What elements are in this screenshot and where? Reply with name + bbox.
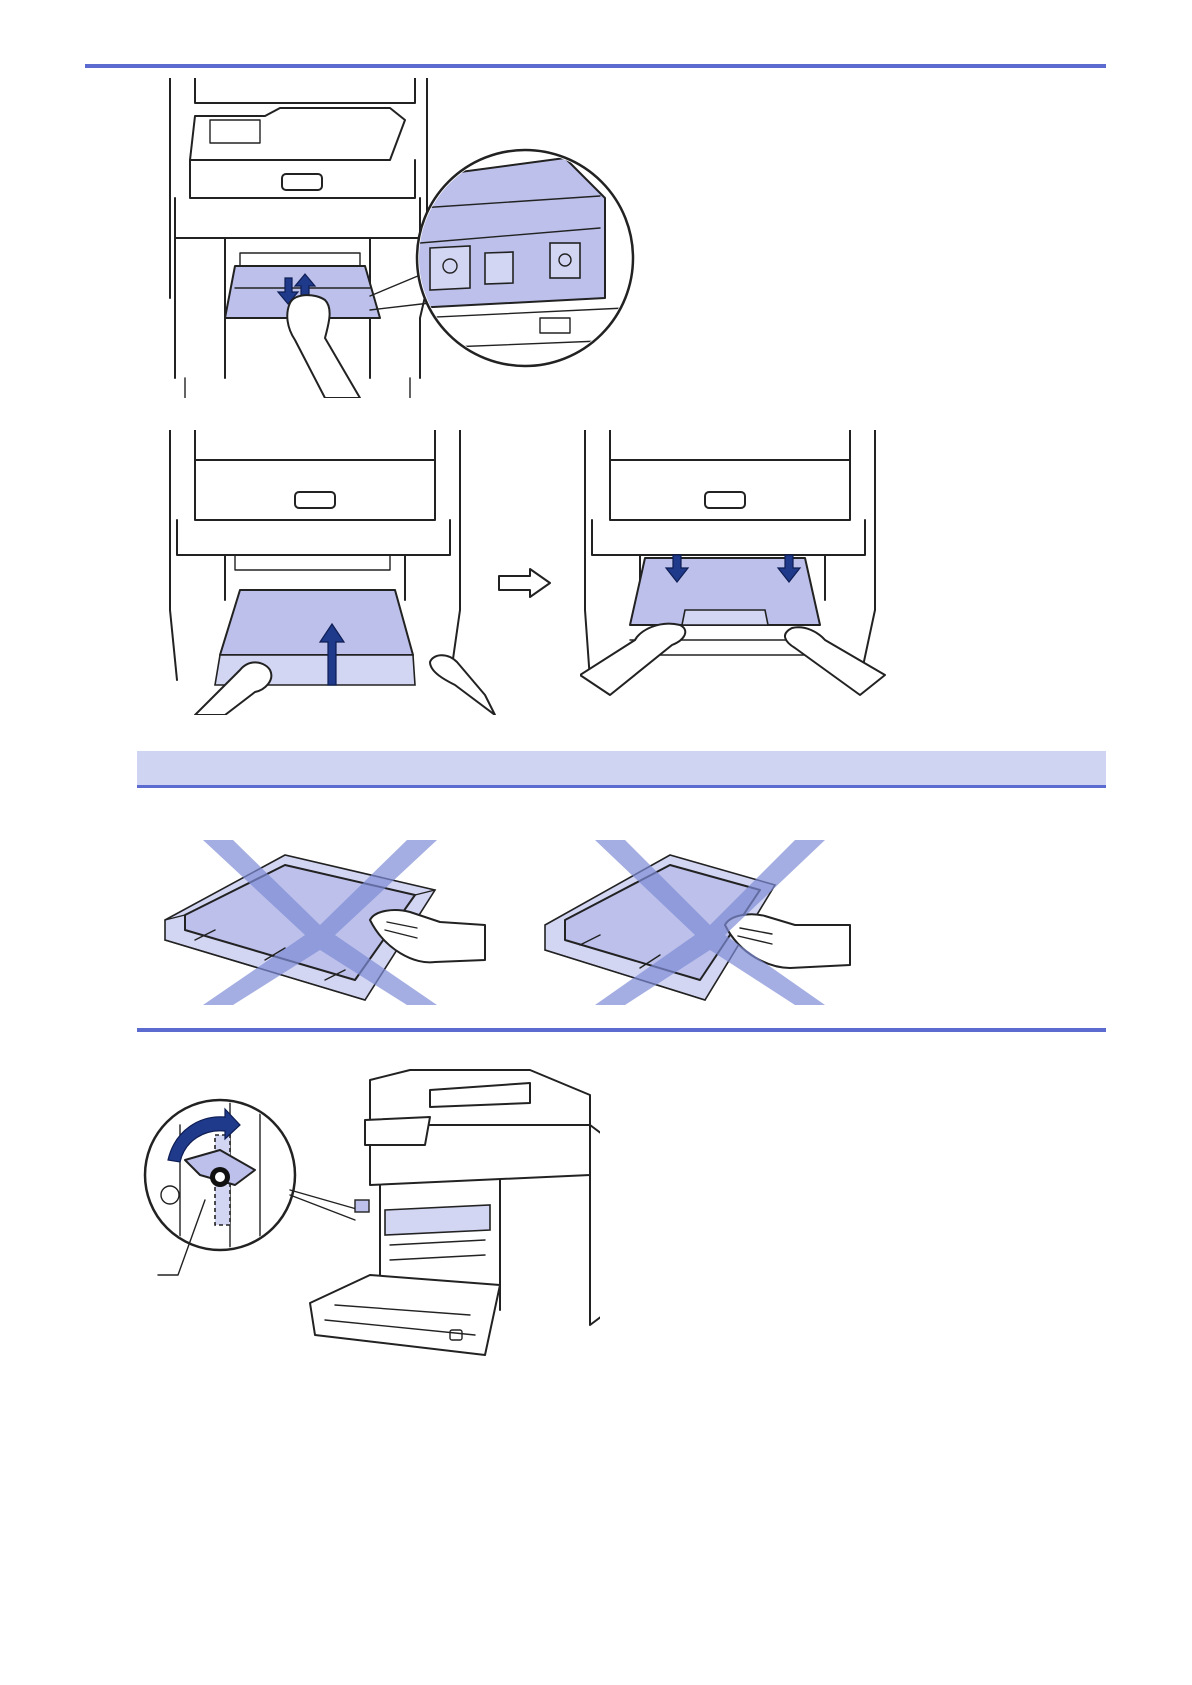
note-band	[137, 751, 1106, 785]
figure-lift-belt-unit	[165, 78, 685, 398]
note-band-rule	[137, 785, 1106, 788]
figure-do-not-touch-belt-right	[540, 830, 880, 1010]
figure-press-belt-unit-down	[580, 430, 890, 715]
figure-turn-lock-lever	[140, 1065, 600, 1365]
figure-do-not-touch-belt-left	[155, 830, 495, 1010]
next-step-arrow-icon	[495, 566, 555, 600]
figure-insert-belt-unit	[165, 430, 505, 715]
section-rule	[137, 1028, 1106, 1032]
header-rule	[85, 64, 1106, 68]
